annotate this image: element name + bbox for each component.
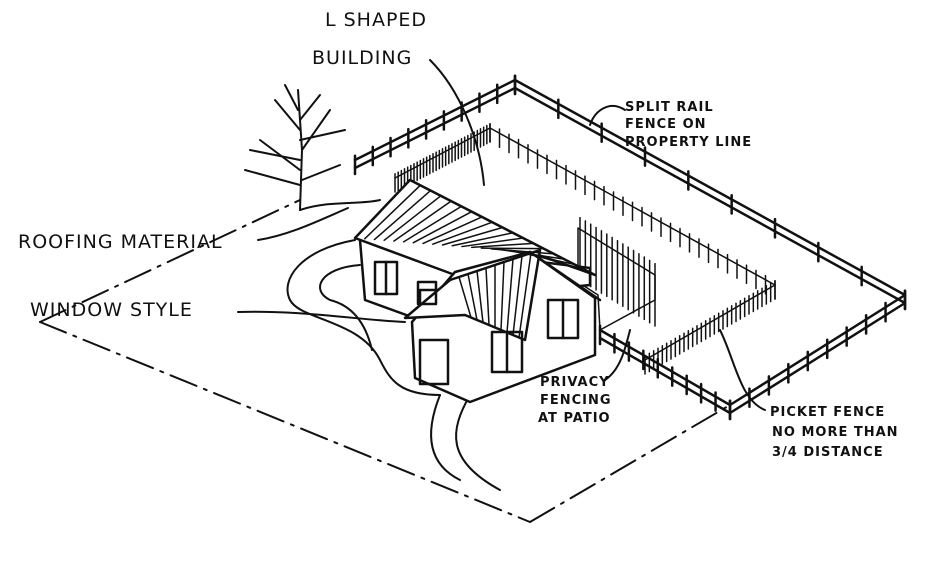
label-privacy-1: PRIVACY xyxy=(540,375,610,390)
picket-fence xyxy=(394,123,776,375)
label-privacy-2: FENCING xyxy=(540,393,612,408)
l-shaped-house xyxy=(353,178,602,404)
label-split-rail-3: PROPERTY LINE xyxy=(625,135,752,150)
label-privacy-3: AT PATIO xyxy=(538,411,611,426)
roof-hatch xyxy=(500,261,505,331)
label-picket-2: NO MORE THAN xyxy=(772,425,899,440)
roof-hatch xyxy=(451,232,514,247)
leader-lines xyxy=(237,59,766,411)
roof-hatch xyxy=(506,258,514,334)
roof-hatch xyxy=(373,189,432,241)
label-building-1: L SHAPED xyxy=(325,9,427,31)
roof-hatch xyxy=(412,210,473,244)
roof-hatch xyxy=(512,255,523,336)
roof-hatch xyxy=(518,252,532,339)
label-roofing: ROOFING MATERIAL xyxy=(18,231,223,253)
roof-hatch xyxy=(393,200,452,242)
label-split-rail-1: SPLIT RAIL xyxy=(625,100,714,115)
roof-hatch xyxy=(485,267,490,326)
roof-hatch xyxy=(461,237,524,248)
label-building-2: BUILDING xyxy=(312,47,412,69)
roof-hatch xyxy=(458,276,472,319)
tree xyxy=(244,84,346,211)
roof-hatch xyxy=(476,270,484,324)
roof-hatch xyxy=(467,273,478,321)
roof-hatch xyxy=(383,195,442,242)
roof-hatch xyxy=(422,216,483,245)
roof-hatch xyxy=(441,226,504,246)
roof-hatch xyxy=(470,242,535,249)
roof-hatch xyxy=(402,205,463,243)
label-picket-1: PICKET FENCE xyxy=(770,405,885,420)
roof-hatch xyxy=(432,221,493,245)
label-split-rail-2: FENCE ON xyxy=(625,117,707,132)
roof-hatch xyxy=(363,184,422,240)
label-picket-3: 3/4 DISTANCE xyxy=(772,445,884,460)
driveway xyxy=(286,199,501,491)
label-window: WINDOW STYLE xyxy=(30,299,193,321)
property-line xyxy=(39,199,731,523)
